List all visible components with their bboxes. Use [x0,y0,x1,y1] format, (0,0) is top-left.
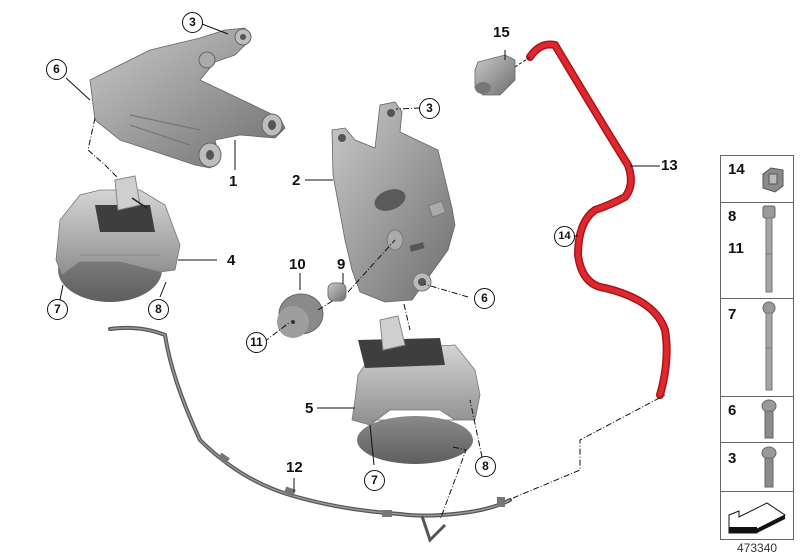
callout-11: 11 [246,332,267,353]
direction-arrow-icon [728,502,786,534]
callout-8-left: 8 [148,299,169,320]
legend-row-14[interactable]: 14 [721,156,793,203]
legend-row-7[interactable]: 7 [721,298,793,397]
callout-7-bottom: 7 [364,470,385,491]
legend-label-11: 11 [728,240,744,257]
label-part-2: 2 [292,172,301,189]
damper-part-10[interactable] [277,293,324,338]
leader-lines [59,23,666,521]
catalog-number: 473340 [737,541,778,555]
line-part-12[interactable] [108,325,512,543]
valve-part-15[interactable] [474,54,516,96]
label-part-4: 4 [227,252,236,269]
callout-3-top: 3 [182,12,203,33]
legend-row-6[interactable]: 6 [721,396,793,443]
legend-label-3: 3 [728,450,737,467]
legend-row-arrow[interactable] [721,491,793,538]
label-part-13: 13 [661,157,678,174]
flange-bolt-short-icon [761,399,777,439]
callout-6-left: 6 [46,59,67,80]
legend-row-8-11[interactable]: 8 11 [721,202,793,299]
label-part-1: 1 [229,173,238,190]
legend-label-6: 6 [728,402,737,419]
spacer-part-9[interactable] [327,282,347,302]
flange-bolt-short-icon [761,446,777,488]
callout-14: 14 [554,226,575,247]
label-part-10: 10 [289,256,306,273]
bracket-part-2[interactable] [331,101,456,303]
label-part-12: 12 [286,459,303,476]
callout-6-mid: 6 [474,288,495,309]
legend-label-7: 7 [728,306,737,323]
callout-7-left: 7 [47,299,68,320]
callout-8-bottom: 8 [475,456,496,477]
bracket-part-1[interactable] [89,27,286,169]
flange-bolt-long-icon [762,301,776,391]
clip-nut-icon [762,167,784,193]
label-part-5: 5 [305,400,314,417]
legend-label-14: 14 [728,161,745,178]
label-part-15: 15 [493,24,510,41]
hose-part-13[interactable] [526,40,671,399]
legend-label-8: 8 [728,208,737,225]
engine-mount-part-4[interactable] [55,175,181,302]
legend-row-3[interactable]: 3 [721,442,793,492]
callout-3-mid: 3 [419,98,440,119]
engine-mount-part-5[interactable] [351,315,481,464]
fastener-legend: 14 8 11 7 6 3 [720,155,794,540]
hex-bolt-long-icon [762,205,776,293]
label-part-9: 9 [337,256,346,273]
